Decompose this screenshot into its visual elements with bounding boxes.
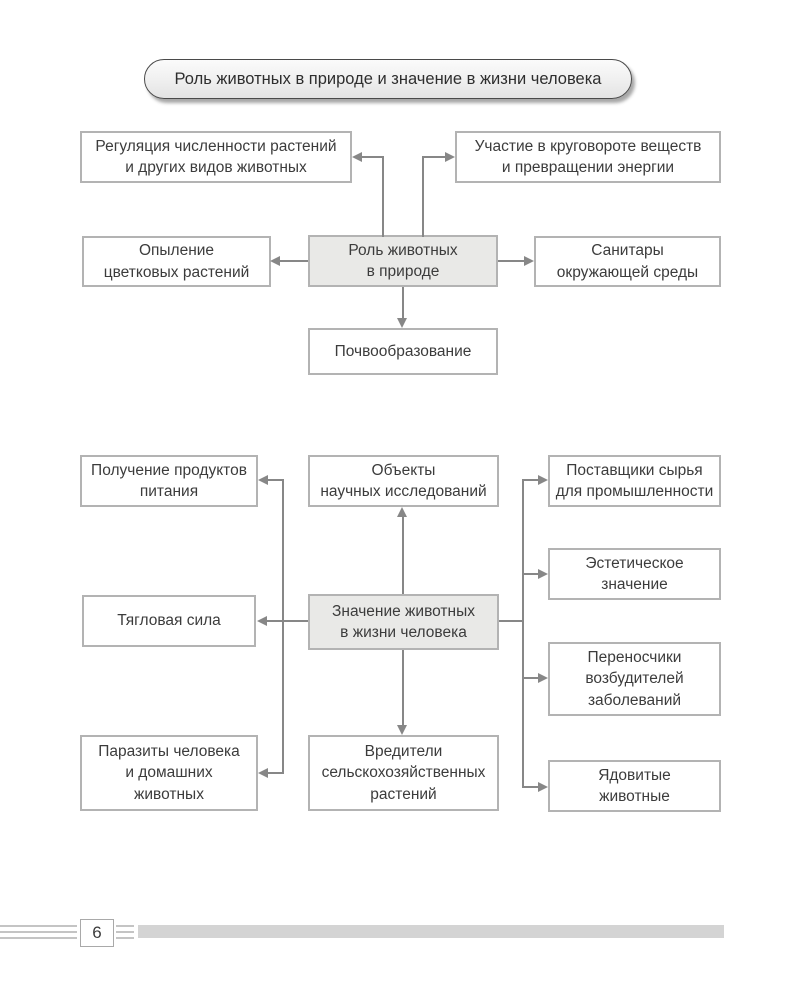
arrowhead-to-poisonous	[538, 782, 548, 792]
box-research: Объекты научных исследований	[308, 455, 499, 507]
connector-line	[402, 650, 404, 725]
box-nature-center: Роль животных в природе	[308, 235, 498, 287]
box-crop-pests: Вредители сельскохозяйственных растений	[308, 735, 499, 811]
footer-bar	[138, 925, 724, 938]
connector-line	[422, 156, 445, 158]
diagram-title: Роль животных в природе и значение в жиз…	[144, 59, 632, 99]
connector-line	[522, 786, 538, 788]
connector-line	[268, 479, 284, 481]
box-human-center: Значение животных в жизни человека	[308, 594, 499, 650]
arrowhead-to-food	[258, 475, 268, 485]
connector-line	[522, 479, 538, 481]
connector-line	[267, 620, 308, 622]
box-parasites: Паразиты человека и домашних животных	[80, 735, 258, 811]
arrowhead-to-pollination	[270, 256, 280, 266]
box-sanitation: Санитары окружающей среды	[534, 236, 721, 287]
arrowhead-to-sanitation	[524, 256, 534, 266]
connector-line	[268, 772, 284, 774]
arrowhead-to-crop-pests	[397, 725, 407, 735]
box-regulation: Регуляция численности растений и других …	[80, 131, 352, 183]
arrowhead-to-regulation	[352, 152, 362, 162]
connector-line	[522, 573, 538, 575]
box-pollination: Опыление цветковых растений	[82, 236, 271, 287]
connector-line	[282, 479, 284, 774]
arrowhead-to-disease-vectors	[538, 673, 548, 683]
box-draft-power: Тягловая сила	[82, 595, 256, 647]
connector-line	[522, 479, 524, 788]
box-food: Получение продуктов питания	[80, 455, 258, 507]
box-cycle: Участие в круговороте веществ и превраще…	[455, 131, 721, 183]
page-number: 6	[80, 919, 114, 947]
arrowhead-to-parasites	[258, 768, 268, 778]
arrowhead-to-aesthetic	[538, 569, 548, 579]
connector-line	[522, 677, 538, 679]
arrowhead-to-draft-power	[257, 616, 267, 626]
box-raw-materials: Поставщики сырья для промышленности	[548, 455, 721, 507]
arrowhead-to-research	[397, 507, 407, 517]
footer-rule-lines-left	[0, 925, 77, 939]
box-aesthetic: Эстетическое значение	[548, 548, 721, 600]
arrowhead-to-soil	[397, 318, 407, 328]
arrowhead-to-raw-materials	[538, 475, 548, 485]
connector-line	[402, 287, 404, 318]
connector-line	[382, 157, 384, 237]
connector-line	[280, 260, 308, 262]
box-poisonous: Ядовитые животные	[548, 760, 721, 812]
box-disease-vectors: Переносчики возбудителей заболеваний	[548, 642, 721, 716]
connector-line	[402, 517, 404, 594]
arrowhead-to-cycle	[445, 152, 455, 162]
footer-rule-lines-mid	[116, 925, 134, 939]
connector-line	[362, 156, 384, 158]
connector-line	[422, 157, 424, 237]
box-soil: Почвообразование	[308, 328, 498, 375]
connector-line	[498, 260, 524, 262]
connector-line	[499, 620, 524, 622]
